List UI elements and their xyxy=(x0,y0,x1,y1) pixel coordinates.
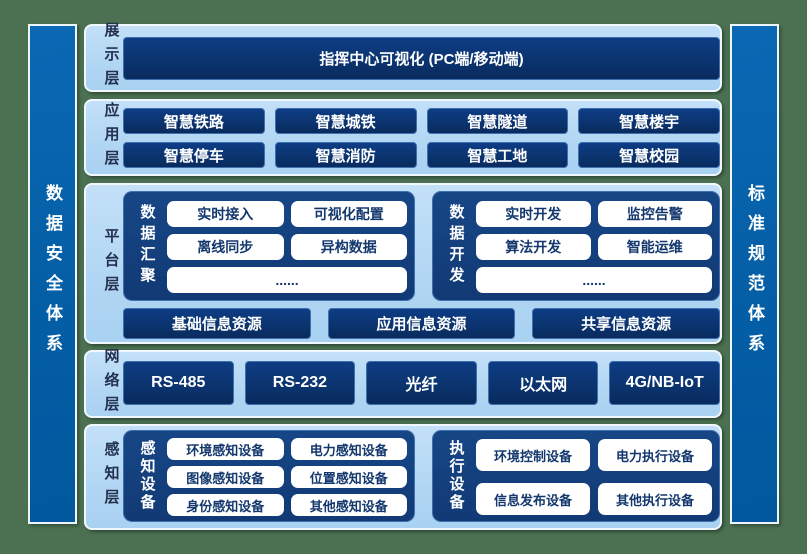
network-buttons-grid: RS-485 RS-232 光纤 以太网 4G/NB-IoT xyxy=(123,361,720,405)
display-layer-panel: 展示层 指挥中心可视化 (PC端/移动端) xyxy=(84,22,722,94)
platform-layer-label: 平台层 xyxy=(102,227,120,300)
app-button: 智慧消防 xyxy=(274,142,417,168)
platform-item: 监控告警 xyxy=(597,201,712,227)
data-security-pillar-label: 数据安全体系 xyxy=(43,184,62,364)
application-layer-panel: 应用层 智慧铁路 智慧城铁 智慧隧道 智慧楼宇 智慧停车 智慧消防 智慧工地 智… xyxy=(84,99,722,176)
platform-item: 异构数据 xyxy=(290,234,407,260)
data-security-pillar: 数据安全体系 xyxy=(28,24,77,524)
network-button: RS-232 xyxy=(244,361,356,405)
actuator-devices-items: 环境控制设备 电力执行设备 信息发布设备 其他执行设备 xyxy=(476,439,712,515)
platform-item-ellipsis: ...... xyxy=(167,267,407,293)
network-layer-panel: 网络层 RS-485 RS-232 光纤 以太网 4G/NB-IoT xyxy=(84,348,722,420)
data-development-title: 数据开发 xyxy=(447,204,465,288)
perception-layer-label: 感知层 xyxy=(102,441,120,513)
resource-box: 基础信息资源 xyxy=(123,308,311,339)
platform-layer-panel: 平台层 数据汇聚 实时接入 可视化配置 离线同步 异构数据 ...... 数据开… xyxy=(84,183,722,344)
device-item: 电力执行设备 xyxy=(598,439,712,471)
display-layer-label: 展示层 xyxy=(102,22,120,94)
app-button: 智慧城铁 xyxy=(274,108,417,134)
device-item: 其他执行设备 xyxy=(598,483,712,515)
device-item: 其他感知设备 xyxy=(290,494,407,516)
app-button: 智慧校园 xyxy=(578,142,720,168)
actuator-devices-group: 执行设备 环境控制设备 电力执行设备 信息发布设备 其他执行设备 xyxy=(432,430,720,522)
app-button: 智慧隧道 xyxy=(426,108,569,134)
app-button: 智慧铁路 xyxy=(123,108,265,134)
device-item: 图像感知设备 xyxy=(167,466,284,488)
application-buttons-grid: 智慧铁路 智慧城铁 智慧隧道 智慧楼宇 智慧停车 智慧消防 智慧工地 智慧校园 xyxy=(123,108,720,168)
device-item: 电力感知设备 xyxy=(290,438,407,460)
application-layer-label: 应用层 xyxy=(102,101,120,174)
command-center-box: 指挥中心可视化 (PC端/移动端) xyxy=(123,37,720,80)
data-aggregation-title: 数据汇聚 xyxy=(138,204,156,288)
data-aggregation-items: 实时接入 可视化配置 离线同步 异构数据 ...... xyxy=(167,201,407,293)
standards-pillar-label: 标准规范体系 xyxy=(745,184,764,364)
platform-item: 离线同步 xyxy=(167,234,284,260)
standards-pillar: 标准规范体系 xyxy=(730,24,779,524)
network-button: RS-485 xyxy=(123,361,234,405)
device-item: 环境感知设备 xyxy=(167,438,284,460)
platform-item: 算法开发 xyxy=(476,234,591,260)
device-item: 环境控制设备 xyxy=(476,439,590,471)
actuator-devices-title: 执行设备 xyxy=(447,440,465,512)
network-button: 光纤 xyxy=(366,361,477,405)
data-development-items: 实时开发 监控告警 算法开发 智能运维 ...... xyxy=(476,201,712,293)
sensing-devices-group: 感知设备 环境感知设备 电力感知设备 图像感知设备 位置感知设备 身份感知设备 … xyxy=(123,430,415,522)
app-button: 智慧工地 xyxy=(426,142,569,168)
resource-boxes-row: 基础信息资源 应用信息资源 共享信息资源 xyxy=(123,308,720,339)
network-button: 4G/NB-IoT xyxy=(609,361,720,405)
perception-layer-panel: 感知层 感知设备 环境感知设备 电力感知设备 图像感知设备 位置感知设备 身份感… xyxy=(84,424,722,530)
platform-item: 实时开发 xyxy=(476,201,591,227)
data-development-group: 数据开发 实时开发 监控告警 算法开发 智能运维 ...... xyxy=(432,191,720,301)
platform-item: 实时接入 xyxy=(167,201,284,227)
network-layer-label: 网络层 xyxy=(102,348,120,420)
app-button: 智慧停车 xyxy=(123,142,265,168)
network-button: 以太网 xyxy=(487,361,599,405)
app-button: 智慧楼宇 xyxy=(578,108,720,134)
platform-item: 可视化配置 xyxy=(290,201,407,227)
device-item: 信息发布设备 xyxy=(476,483,590,515)
data-aggregation-group: 数据汇聚 实时接入 可视化配置 离线同步 异构数据 ...... xyxy=(123,191,415,301)
device-item: 身份感知设备 xyxy=(167,494,284,516)
device-item: 位置感知设备 xyxy=(290,466,407,488)
sensing-devices-items: 环境感知设备 电力感知设备 图像感知设备 位置感知设备 身份感知设备 其他感知设… xyxy=(167,438,407,516)
platform-item: 智能运维 xyxy=(597,234,712,260)
resource-box: 应用信息资源 xyxy=(327,308,516,339)
sensing-devices-title: 感知设备 xyxy=(138,440,156,512)
platform-item-ellipsis: ...... xyxy=(476,267,712,293)
resource-box: 共享信息资源 xyxy=(532,308,720,339)
